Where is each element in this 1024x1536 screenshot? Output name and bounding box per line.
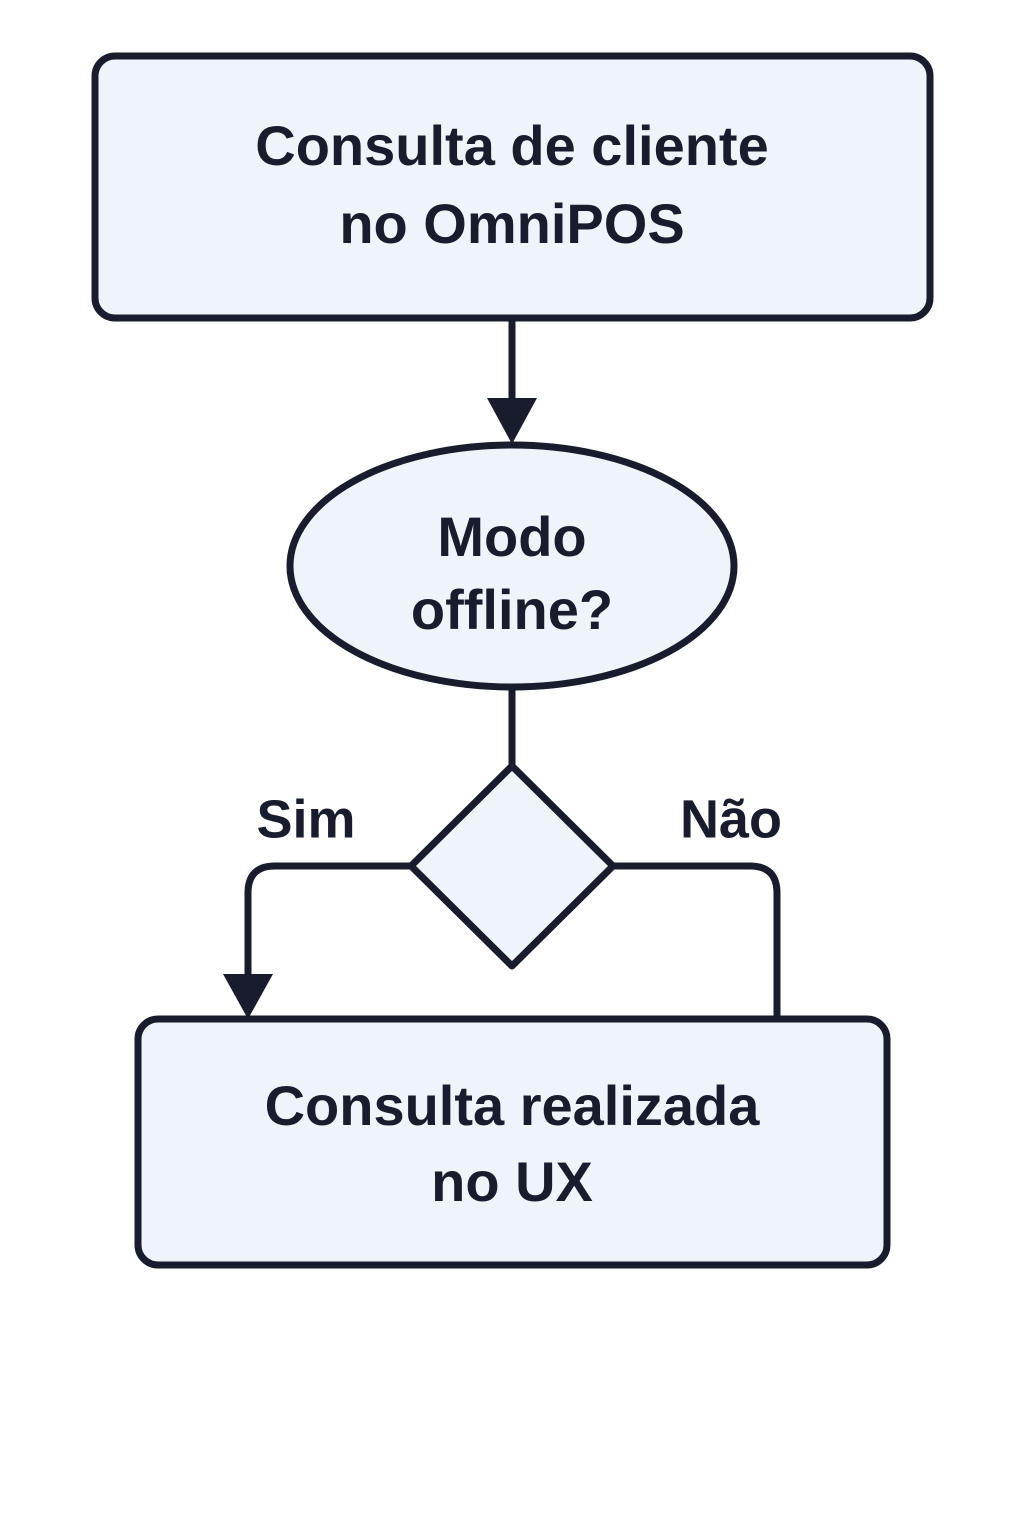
edge-line-yes-branch [244,862,410,988]
node-start-label-line1: Consulta de cliente [255,114,768,177]
node-end-label-line1: Consulta realizada [265,1074,761,1137]
node-condition-label-line1: Modo [437,505,586,568]
node-condition-label-line2: offline? [411,578,613,641]
edge-line-no-branch [614,862,781,1019]
edge-decision-no [614,862,781,1019]
node-start-shape[interactable] [91,52,934,322]
edge-label-nao: Não [680,789,782,849]
node-end-label-line2: no UX [431,1150,593,1213]
node-start[interactable]: Consulta de cliente no OmniPOS [91,52,934,322]
node-condition-shape[interactable] [286,441,738,691]
node-decision-shape[interactable] [407,762,617,970]
node-condition[interactable]: Modo offline? [286,441,738,691]
edge-label-sim: Sim [256,789,355,849]
node-decision[interactable] [407,762,617,970]
arrowhead-down-icon [487,398,537,444]
arrowhead-down-icon [223,974,273,1019]
node-start-label-line2: no OmniPOS [339,192,684,255]
node-end-shape[interactable] [134,1015,891,1269]
node-end[interactable]: Consulta realizada no UX [134,1015,891,1269]
edge-start-to-condition [487,318,537,444]
edge-decision-yes [223,862,410,1019]
